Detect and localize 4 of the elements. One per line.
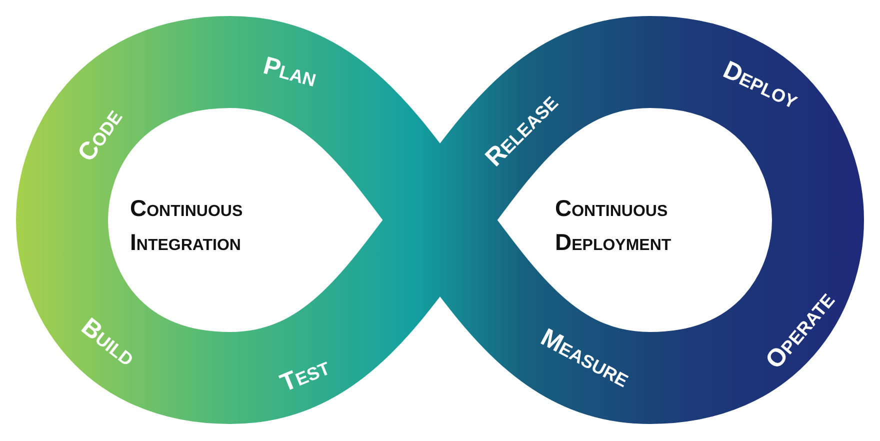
stage-label: Plan: [260, 51, 320, 93]
loop-title: Continuous Integration: [130, 194, 244, 257]
loop-title: Continuous Deployment: [555, 194, 672, 257]
stage-label: Test: [276, 352, 334, 398]
